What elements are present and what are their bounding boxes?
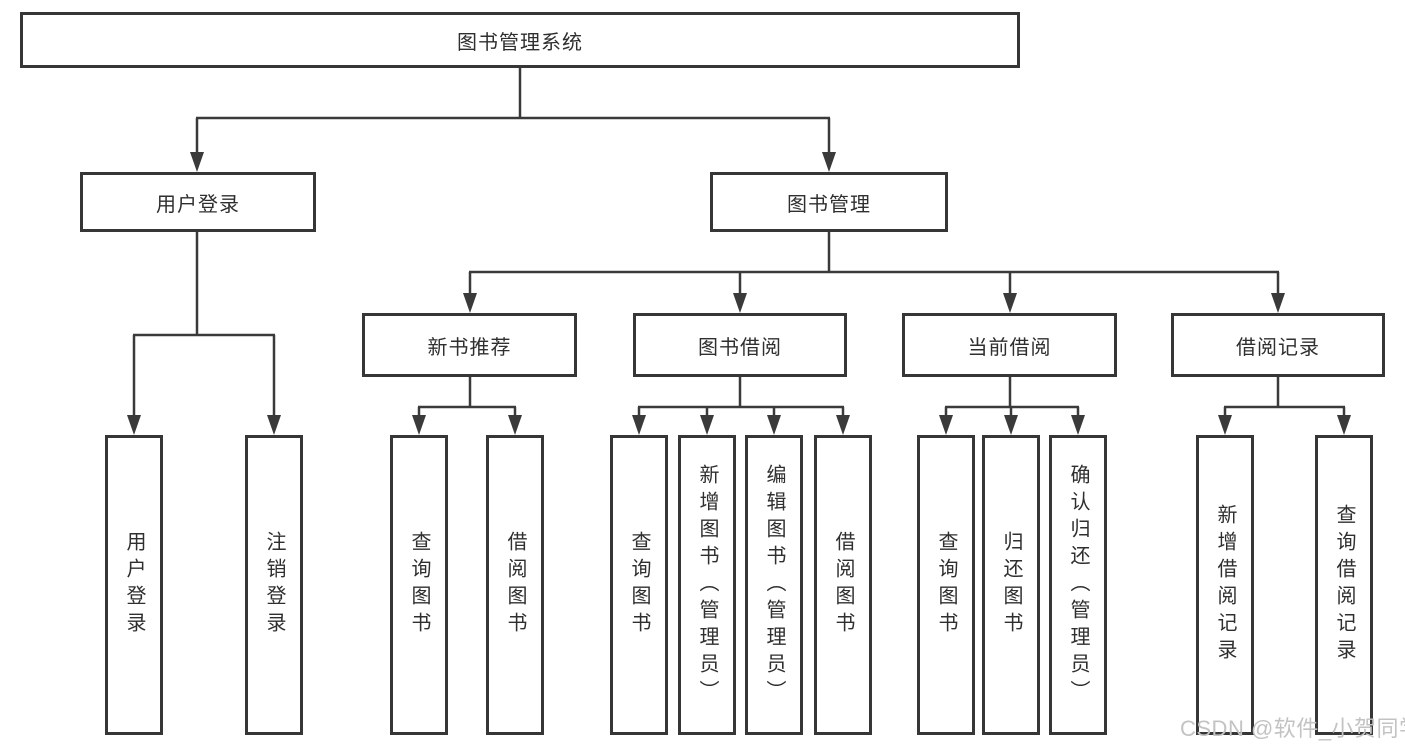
arrow-down-icon [767, 415, 781, 435]
node-query-books-3: 查询图书 [917, 435, 975, 735]
leaf-label: 归还图书 [1000, 531, 1022, 639]
arrow-down-icon [1337, 415, 1351, 435]
connector-lines [132, 68, 1346, 419]
node-borrow-books-1: 借阅图书 [486, 435, 544, 735]
leaf-label: 新增图书（管理员） [696, 463, 718, 707]
arrow-down-icon [1271, 293, 1285, 313]
arrow-down-icon [190, 152, 204, 172]
arrow-down-icon [1218, 415, 1232, 435]
node-edit-book-admin: 编辑图书（管理员） [745, 435, 803, 735]
leaf-label: 借阅图书 [504, 531, 526, 639]
leaf-label: 查询图书 [408, 531, 430, 639]
leaf-label: 查询图书 [628, 531, 650, 639]
leaf-label: 确认归还（管理员） [1067, 463, 1089, 707]
node-user-login-leaf: 用户登录 [105, 435, 163, 735]
node-query-books-1: 查询图书 [390, 435, 448, 735]
arrow-down-icon [1003, 293, 1017, 313]
leaf-label: 借阅图书 [832, 531, 854, 639]
node-confirm-return-admin: 确认归还（管理员） [1049, 435, 1107, 735]
node-logout: 注销登录 [245, 435, 303, 735]
node-return-books: 归还图书 [982, 435, 1040, 735]
node-book-management: 图书管理 [710, 172, 948, 232]
node-current-borrow: 当前借阅 [902, 313, 1117, 377]
node-new-book-recommend: 新书推荐 [362, 313, 577, 377]
node-add-book-admin: 新增图书（管理员） [678, 435, 736, 735]
node-add-borrow-record: 新增借阅记录 [1196, 435, 1254, 735]
arrowheads [127, 152, 1351, 435]
arrow-down-icon [822, 152, 836, 172]
node-borrow-books-2: 借阅图书 [814, 435, 872, 735]
node-book-borrow: 图书借阅 [633, 313, 847, 377]
arrow-down-icon [733, 293, 747, 313]
watermark-text: CSDN @软件_小贺同学 [1180, 716, 1405, 741]
arrow-down-icon [700, 415, 714, 435]
arrow-down-icon [1004, 415, 1018, 435]
leaf-label: 注销登录 [263, 531, 285, 639]
node-library-system: 图书管理系统 [20, 12, 1020, 68]
arrow-down-icon [508, 415, 522, 435]
arrow-down-icon [463, 293, 477, 313]
node-query-borrow-record: 查询借阅记录 [1315, 435, 1373, 735]
node-user-login: 用户登录 [80, 172, 316, 232]
arrow-down-icon [836, 415, 850, 435]
leaf-label: 用户登录 [123, 531, 145, 639]
arrow-down-icon [127, 415, 141, 435]
arrow-down-icon [939, 415, 953, 435]
node-query-books-2: 查询图书 [610, 435, 668, 735]
arrow-down-icon [632, 415, 646, 435]
leaf-label: 查询图书 [935, 531, 957, 639]
arrow-down-icon [267, 415, 281, 435]
leaf-label: 查询借阅记录 [1333, 504, 1355, 666]
leaf-label: 新增借阅记录 [1214, 504, 1236, 666]
node-borrow-records: 借阅记录 [1171, 313, 1385, 377]
arrow-down-icon [412, 415, 426, 435]
leaf-label: 编辑图书（管理员） [763, 463, 785, 707]
arrow-down-icon [1071, 415, 1085, 435]
